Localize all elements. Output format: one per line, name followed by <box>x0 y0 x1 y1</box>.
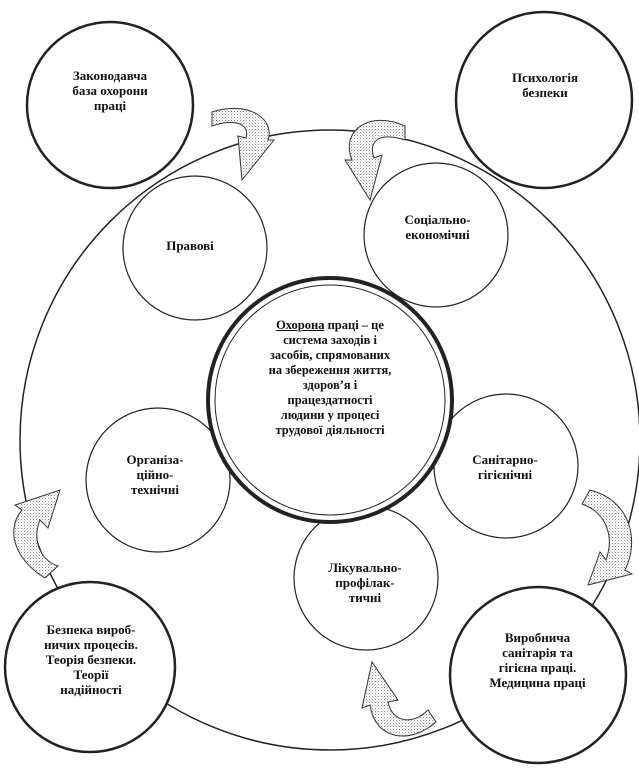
legislative-line-2: праці <box>93 98 127 113</box>
center-definition: Охорона праці – це система заходів і зас… <box>230 318 430 438</box>
psychology-circle <box>454 10 634 190</box>
center-line-4: здоров’я і <box>302 378 358 392</box>
center-circle-inner <box>214 284 446 516</box>
industrial-sanitation-label: Виробнича санітарія та гігієна праці. Ме… <box>465 630 610 690</box>
center-line-2: засобів, спрямованих <box>269 348 391 362</box>
organizational-line-0: Організа- <box>126 452 184 467</box>
medical-line-1: профілак- <box>335 575 395 590</box>
legal-line-0: Правові <box>166 238 214 253</box>
sanitary-line-1: гігієнічні <box>477 467 533 482</box>
production-safety-label: Безпека вироб- ничих процесів. Теорія бе… <box>22 622 160 697</box>
industrial-sanitation-circle <box>448 585 628 765</box>
socio-economic-circle <box>363 162 509 308</box>
arrow-safety-to-organizational <box>13 489 61 579</box>
organizational-label: Організа- ційно- технічні <box>100 452 210 497</box>
production-safety-line-0: Безпека вироб- <box>46 622 136 637</box>
production-safety-line-4: надійності <box>60 682 122 697</box>
production-safety-circle <box>3 580 177 754</box>
industrial-line-1: санітарія та <box>502 645 573 660</box>
center-line-1: система заходів і <box>283 333 377 347</box>
socio-line-0: Соціально- <box>404 212 471 227</box>
socio-economic-label: Соціально- економічні <box>380 212 495 242</box>
legislative-line-1: база охорони <box>72 83 148 98</box>
production-safety-line-3: Теорії <box>73 667 109 682</box>
arrow-psychology-to-socio <box>344 119 406 202</box>
legislative-circle <box>25 20 195 190</box>
main-outer-circle <box>19 129 639 751</box>
center-first-line: Охорона праці – це <box>230 318 430 333</box>
legislative-line-0: Законодавча <box>72 68 148 83</box>
center-line-3: на збереження життя, <box>268 363 392 377</box>
sanitary-line-0: Санітарно- <box>472 452 538 467</box>
industrial-line-0: Виробнича <box>504 630 571 645</box>
center-line-6: людини у процесі <box>280 408 380 422</box>
psychology-line-0: Психологія <box>511 70 579 85</box>
production-safety-line-1: ничих процесів. <box>44 637 138 652</box>
psychology-label: Психологія безпеки <box>480 70 610 100</box>
legal-circle <box>122 175 268 321</box>
organizational-line-1: ційно- <box>136 467 174 482</box>
socio-line-1: економічні <box>405 227 470 242</box>
center-line-5: працездатності <box>287 393 373 407</box>
center-line-0: праці – це <box>327 318 384 332</box>
center-line-7: трудової діяльності <box>275 423 385 437</box>
sanitary-label: Санітарно- гігієнічні <box>450 452 560 482</box>
industrial-line-2: гігієна праці. <box>498 660 577 675</box>
arrow-industrial-to-medical <box>361 660 437 737</box>
center-circle-outer <box>206 276 454 524</box>
industrial-line-3: Медицина праці <box>489 675 586 690</box>
legal-label: Правові <box>135 238 245 253</box>
medical-line-0: Лікувально- <box>328 560 402 575</box>
arrow-legislative-to-legal <box>211 107 276 182</box>
medical-line-2: тичні <box>348 590 382 605</box>
psychology-line-1: безпеки <box>522 85 568 100</box>
legislative-label: Законодавча база охорони праці <box>45 68 175 113</box>
arrow-sanitary-to-industrial <box>581 489 634 586</box>
center-title: Охорона <box>276 318 325 332</box>
medical-label: Лікувально- профілак- тичні <box>305 560 425 605</box>
organizational-line-2: технічні <box>131 482 179 497</box>
organizational-circle <box>85 407 231 553</box>
production-safety-line-2: Теорія безпеки. <box>45 652 137 667</box>
